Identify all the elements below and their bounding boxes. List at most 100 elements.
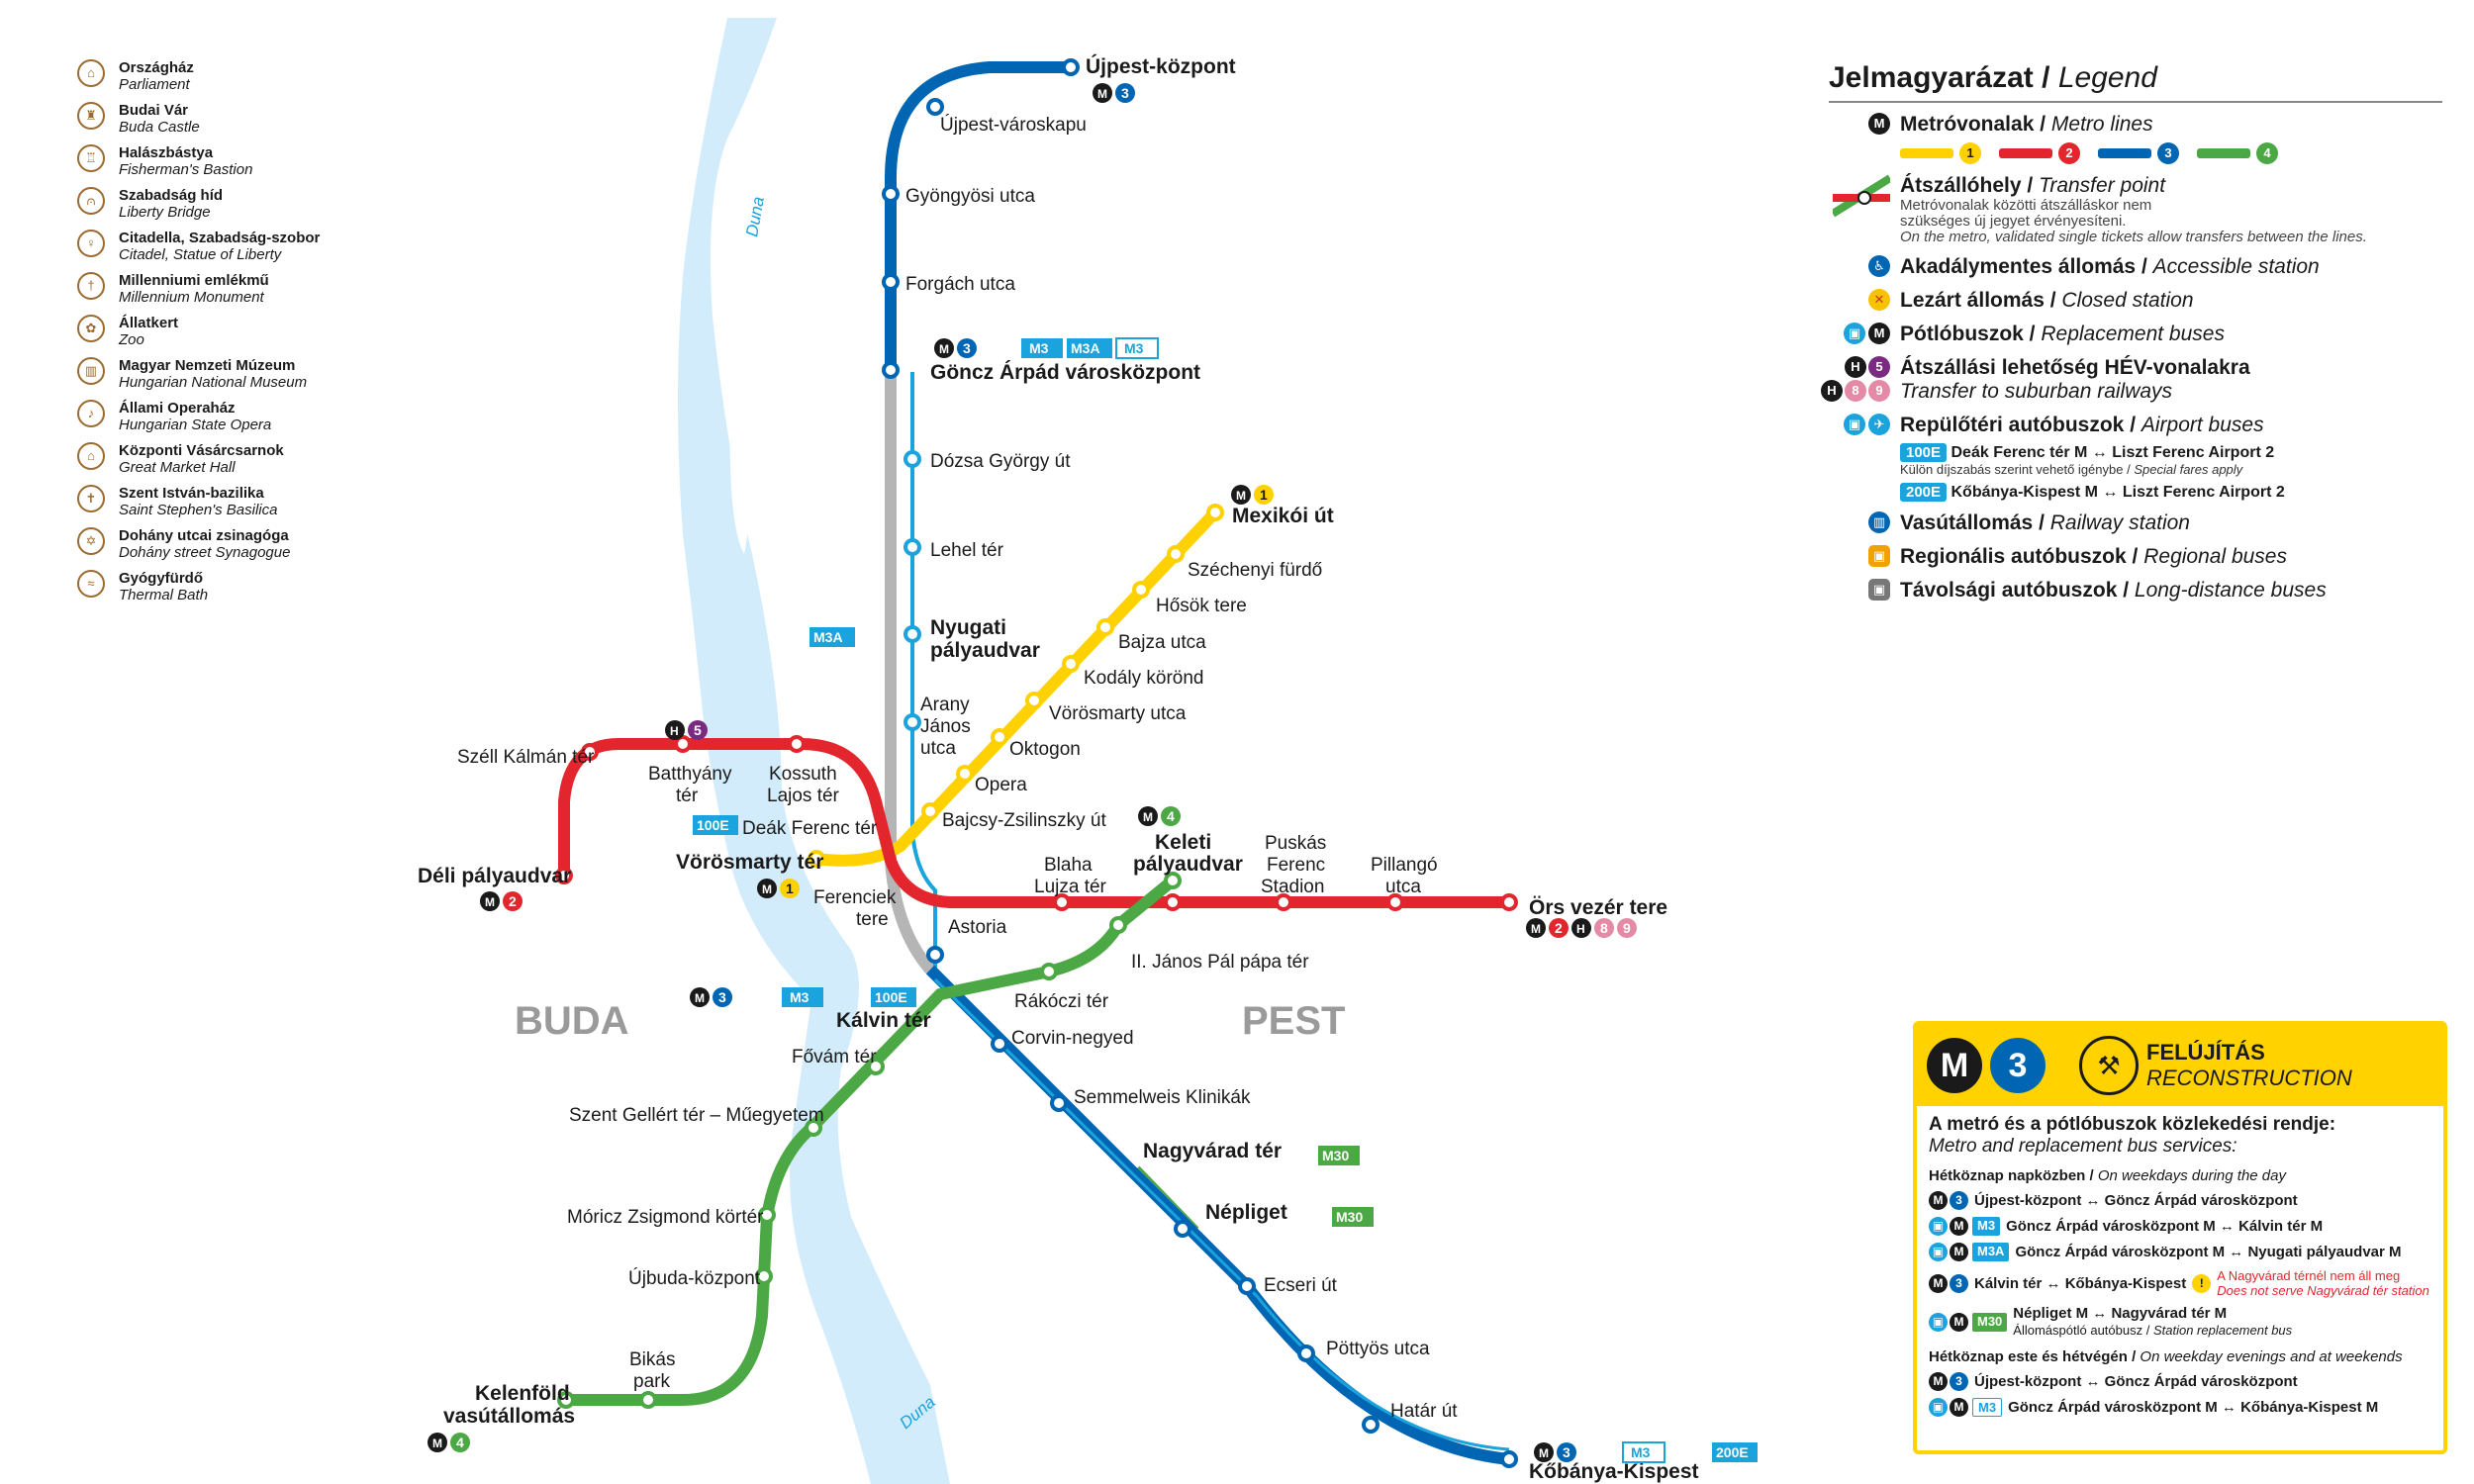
- legend-hev-en: Transfer to suburban railways: [1900, 380, 2173, 403]
- badge-ors-h: [1571, 918, 1591, 938]
- label-lehel: Lehel tér: [930, 540, 1004, 561]
- recon-r4-note: A Nagyvárad térnél nem áll meg: [2217, 1268, 2401, 1283]
- station-dot: [755, 1267, 773, 1285]
- recon-r3: Göncz Árpád városközpont M ↔ Nyugati pál…: [2015, 1244, 2402, 1260]
- landmark-name-en: Liberty Bridge: [119, 204, 211, 221]
- legend-metro: M Metróvonalak / Metro lines: [1829, 113, 2442, 137]
- monument-icon: †: [77, 272, 105, 300]
- castle-icon: ♜: [77, 102, 105, 130]
- airport-200e-route: Kőbánya-Kispest M ↔ Liszt Ferenc Airport…: [1951, 484, 2285, 501]
- badge-ors-m-label: M: [1531, 922, 1541, 936]
- landmark-name: Szent István-bazilika: [119, 485, 264, 502]
- label-forgach: Forgách utca: [905, 274, 1015, 295]
- station-dot: [1206, 504, 1224, 521]
- landmark-name: Budai Vár: [119, 102, 189, 119]
- label-keleti-2: pályaudvar: [1133, 853, 1243, 876]
- badge-ors-2-label: 2: [1555, 920, 1563, 936]
- recon-r6: Újpest-központ ↔ Göncz Árpád városközpon…: [1974, 1373, 2298, 1390]
- recon-r5-sub-en: Station replacement bus: [2152, 1323, 2293, 1338]
- landmark-name-en: Dohány street Synagogue: [119, 544, 291, 561]
- label-szechenyi: Széchenyi fürdő: [1188, 560, 1322, 581]
- r5-bus-icon: ▣: [1929, 1312, 1948, 1332]
- badge-goncz-m3-label: M3: [1029, 340, 1049, 356]
- station-dot: [1275, 893, 1292, 911]
- line-number: 3: [2157, 142, 2179, 164]
- label-kossuth-2: Lajos tér: [767, 786, 840, 806]
- train-icon: ▥: [1868, 511, 1890, 533]
- label-vorosmarty-u: Vörösmarty utca: [1049, 703, 1187, 724]
- label-ii-janos: II. János Pál pápa tér: [1131, 952, 1309, 973]
- landmark-name-en: Saint Stephen's Basilica: [119, 502, 278, 518]
- label-dozsa: Dózsa György út: [930, 451, 1071, 472]
- bath-icon: ≈: [77, 570, 105, 598]
- station-dot: [904, 450, 921, 468]
- badge-nagyvarad-m30-label: M30: [1322, 1148, 1349, 1163]
- parliament-icon: ⌂: [77, 59, 105, 87]
- metro-small-icon: M: [1868, 323, 1890, 344]
- badge-ors-8-label: 8: [1600, 920, 1608, 936]
- landmark-name: Központi Vásárcsarnok: [119, 442, 284, 459]
- recon-day: Hétköznap napközben: [1929, 1167, 2086, 1184]
- legend-panel: Jelmagyarázat / Legend M Metróvonalak / …: [1821, 61, 2442, 603]
- hev-icon-2: H: [1821, 380, 1843, 402]
- station-dot: [805, 1119, 822, 1137]
- label-pillango-2: utca: [1385, 877, 1421, 897]
- metro-icon: M: [1868, 113, 1890, 135]
- river-danube: [678, 18, 950, 1484]
- recon-intro: A metró és a pótlóbuszok közlekedési ren…: [1929, 1114, 2336, 1135]
- badge-vorosmarty-m: [757, 879, 777, 898]
- label-astoria: Astoria: [948, 917, 1007, 938]
- station-dot: [674, 735, 692, 753]
- station-dot: [1062, 655, 1080, 673]
- legend-airport-en: Airport buses: [2141, 414, 2264, 436]
- reconstruction-title: FELÚJÍTÁS: [2146, 1040, 2265, 1065]
- badge-deli-m: [480, 891, 500, 911]
- landmark-name-en: Zoo: [119, 331, 144, 348]
- label-ujbuda: Újbuda-központ: [628, 1267, 761, 1289]
- label-oktogon: Oktogon: [1009, 739, 1081, 760]
- label-ecseri: Ecseri út: [1264, 1275, 1338, 1296]
- label-kobanya: Kőbánya-Kispest: [1529, 1460, 1699, 1483]
- r1-3-icon: 3: [1950, 1191, 1968, 1210]
- badge-ors-h-label: H: [1576, 922, 1585, 936]
- station-dot: [1132, 581, 1150, 599]
- badge-vorosmarty-1: [780, 879, 800, 898]
- legend-accessible-en: Accessible station: [2152, 255, 2320, 278]
- landmark-name: Állatkert: [119, 315, 179, 331]
- badge-kalvin-m: [690, 987, 710, 1007]
- legend-closed: ✕ Lezárt állomás / Closed station: [1829, 289, 2442, 313]
- r7-tag: M3: [1972, 1398, 2003, 1417]
- bastion-icon: ♖: [77, 144, 105, 172]
- line-number: 2: [2058, 142, 2080, 164]
- legend-regional-hu: Regionális autóbuszok: [1900, 545, 2127, 568]
- label-arany-1: Arany: [920, 695, 970, 715]
- badge-ujpest-3: [1115, 83, 1135, 103]
- badge-deak-100e-label: 100E: [697, 817, 729, 833]
- badge-goncz-m3: [1021, 338, 1063, 358]
- hev-icon: H: [1845, 356, 1866, 378]
- station-dot: [1062, 58, 1080, 76]
- badge-goncz-m-label: M: [939, 342, 949, 356]
- badge-deli-m-label: M: [485, 895, 495, 909]
- legend-hev-hu: Átszállási lehetőség HÉV-vonalakra: [1900, 356, 2250, 379]
- badge-mexikoi-m: [1231, 485, 1251, 505]
- landmark-name: Dohány utcai zsinagóga: [119, 527, 289, 544]
- station-dot: [991, 728, 1008, 746]
- badge-keleti-m-label: M: [1143, 810, 1153, 824]
- station-dot: [1238, 1277, 1256, 1295]
- river-label-north: Duna: [742, 195, 768, 237]
- label-bikas-2: park: [633, 1371, 670, 1392]
- badge-ors-2: [1549, 918, 1569, 938]
- m3-line: [885, 61, 1510, 1465]
- landmark-name-en: Citadel, Statue of Liberty: [119, 246, 282, 263]
- airport-100e-route: Deák Ferenc tér M ↔ Liszt Ferenc Airport…: [1951, 444, 2275, 461]
- badge-kalvin-3-label: 3: [718, 989, 726, 1005]
- badge-kalvin-m3: [782, 987, 823, 1007]
- badge-kalvin-100e: [871, 987, 916, 1007]
- label-ors: Örs vezér tere: [1529, 896, 1667, 919]
- hev-9-icon: 9: [1868, 380, 1890, 402]
- station-dot: [904, 625, 921, 643]
